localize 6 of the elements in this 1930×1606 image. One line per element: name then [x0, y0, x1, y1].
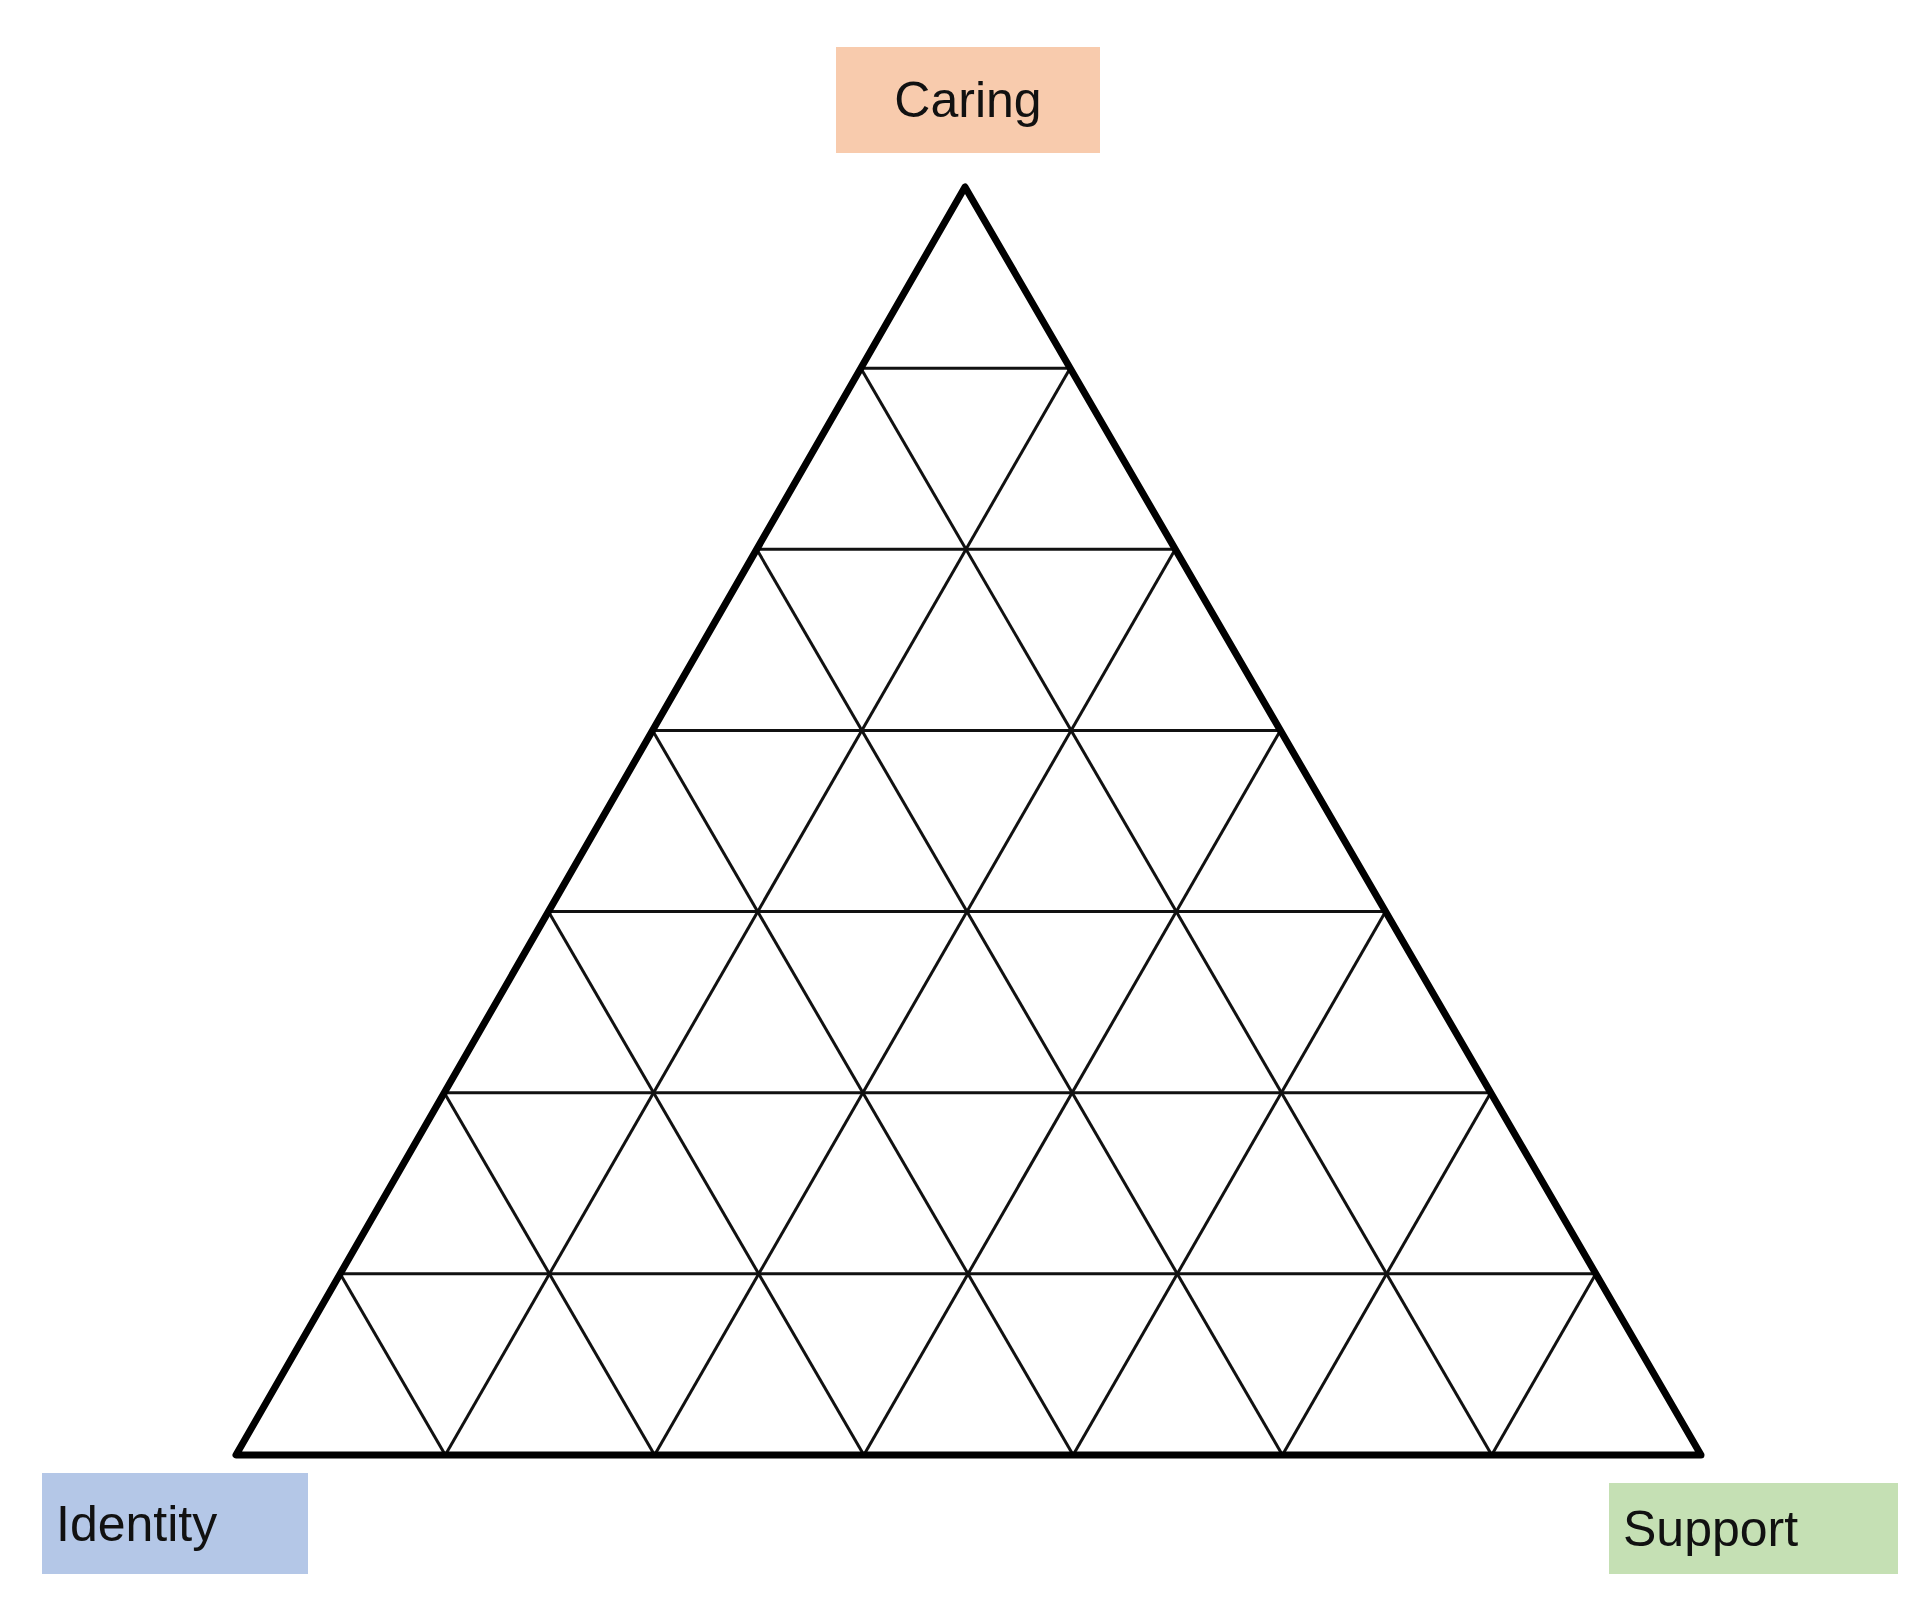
label-box: [836, 47, 1100, 153]
corner-label: Caring: [894, 71, 1042, 129]
label-box: [42, 1473, 308, 1574]
corner-label: Identity: [56, 1494, 218, 1553]
corner-label: Support: [1623, 1499, 1799, 1558]
label-box: [1609, 1483, 1898, 1574]
